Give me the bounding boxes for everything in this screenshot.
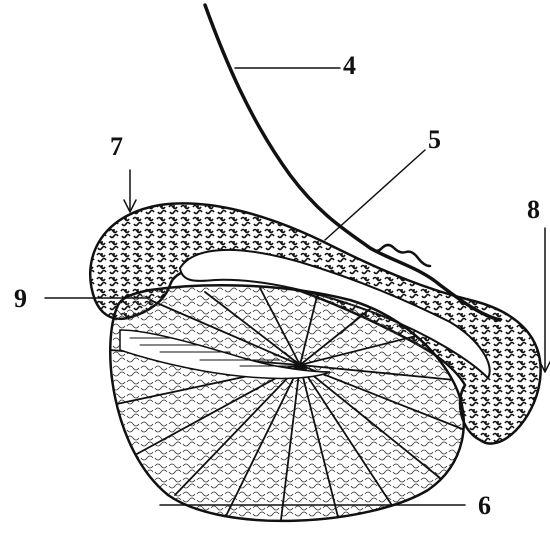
label-4: 4 (343, 51, 356, 80)
label-9: 9 (14, 284, 27, 313)
label-8: 8 (527, 195, 540, 224)
label-6: 6 (478, 491, 491, 520)
label-7: 7 (110, 132, 123, 161)
label-5: 5 (428, 125, 441, 154)
